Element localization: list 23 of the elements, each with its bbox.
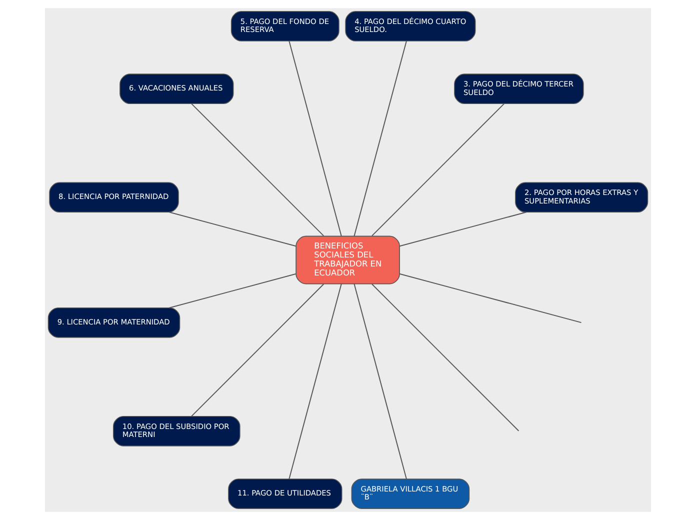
node-box: 9. LICENCIA POR MATERNIDAD <box>48 307 180 338</box>
connector <box>371 284 520 432</box>
connector <box>354 283 407 480</box>
node-box: 6. VACACIONES ANUALES <box>120 74 234 104</box>
node-box: GABRIELA VILLACIS 1 BGU ¨B¨ <box>351 478 470 509</box>
node-box: 8. LICENCIA POR PATERNIDAD <box>49 182 179 213</box>
connector <box>288 40 342 237</box>
node-box: 4. PAGO DEL DÉCIMO CUARTO SUELDO. <box>345 11 476 42</box>
connector <box>191 284 324 417</box>
connector <box>168 212 296 247</box>
node-box: 3. PAGO DEL DÉCIMO TERCER SUELDO <box>454 74 584 104</box>
connector <box>371 103 504 236</box>
node-box: BENEFICIOS SOCIALES DEL TRABAJADOR EN ECUADOR <box>296 236 400 284</box>
connector <box>191 103 324 236</box>
node-box: 10. PAGO DEL SUBSIDIO POR MATERNI <box>112 416 240 446</box>
connector <box>168 273 296 308</box>
connector <box>399 273 582 324</box>
node-box: 11. PAGO DE UTILIDADES <box>228 478 342 509</box>
connector <box>354 40 407 237</box>
connector <box>399 212 527 247</box>
connector <box>288 283 342 480</box>
node-box: 5. PAGO DEL FONDO DE RESERVA <box>230 11 340 42</box>
node-box: 2. PAGO POR HORAS EXTRAS Y SUPLEMENTARIAS <box>515 182 648 213</box>
